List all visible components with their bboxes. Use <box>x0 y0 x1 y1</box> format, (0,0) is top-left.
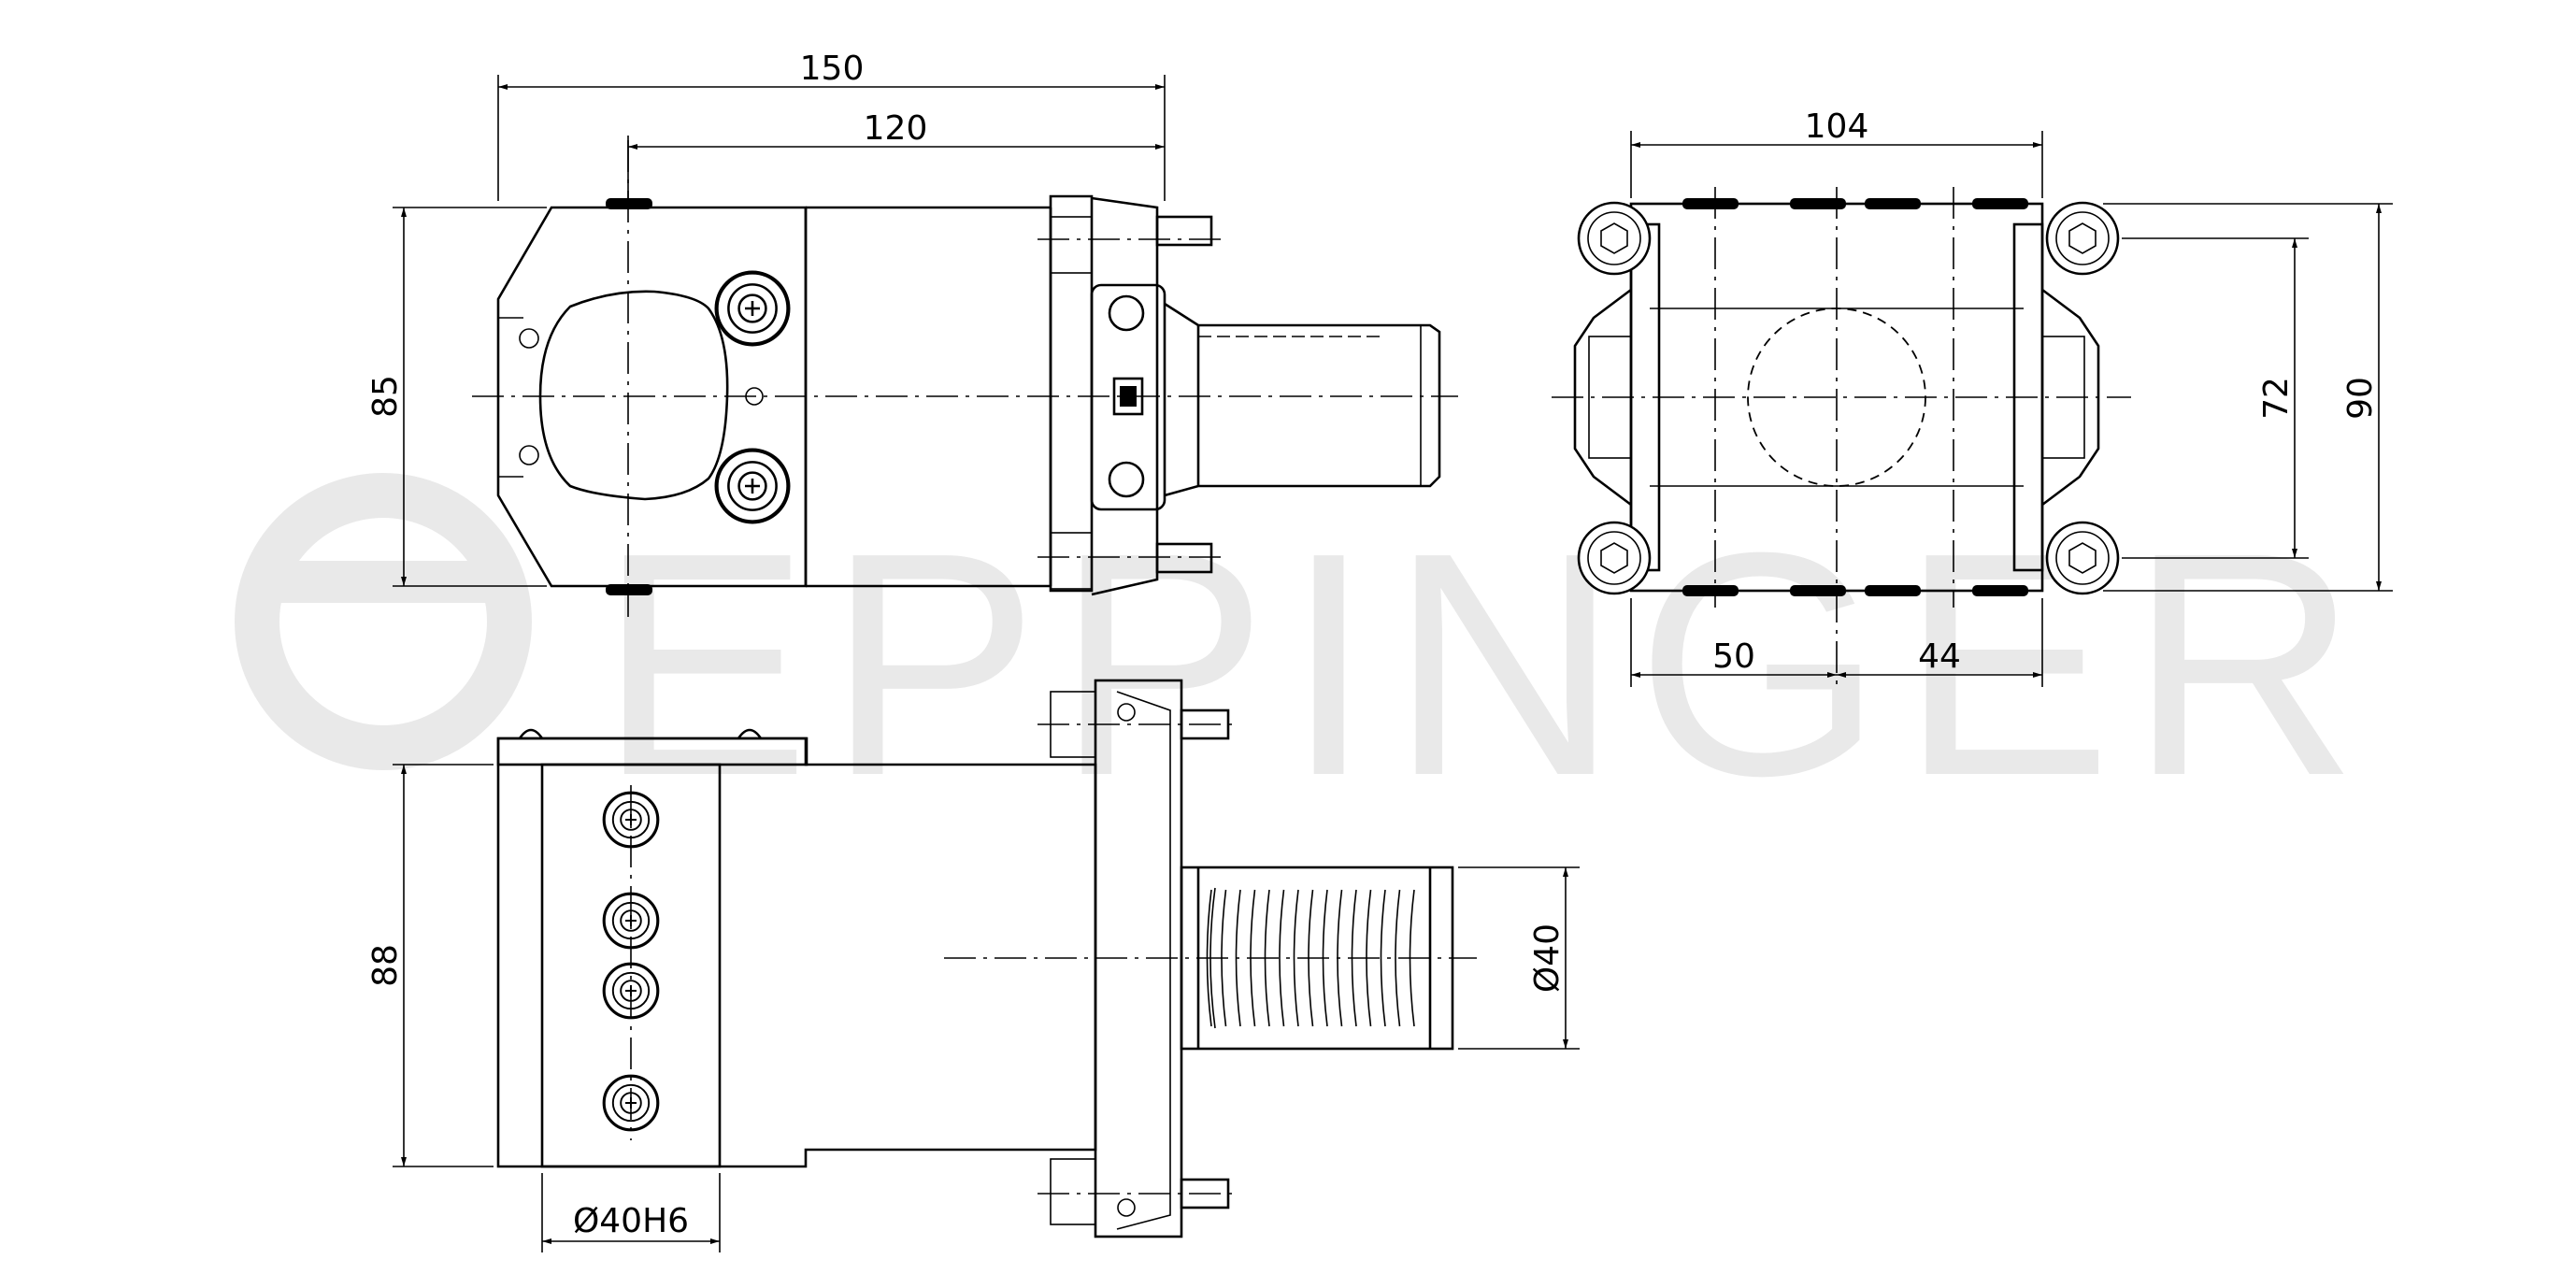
dim-bottom-height: 88 <box>366 944 405 987</box>
dim-shank-length: 120 <box>864 109 928 148</box>
thread-ridge <box>1279 889 1285 1027</box>
dim-overall-length: 150 <box>800 50 865 88</box>
dim-end-height-inner: 72 <box>2257 377 2296 420</box>
thread-ridge <box>1293 889 1299 1027</box>
dim-height-front: 85 <box>366 375 405 418</box>
bottom-view <box>496 679 1477 1238</box>
front-view <box>472 140 1458 617</box>
end-view-dimensions: 104 72 90 50 44 <box>1630 107 2393 687</box>
end-view <box>1552 187 2131 692</box>
dim-end-width: 104 <box>1805 107 1869 146</box>
dim-end-height-outer: 90 <box>2341 377 2380 420</box>
eppinger-logo-icon <box>235 473 532 770</box>
dim-shank-diameter: Ø40 <box>1528 923 1567 993</box>
thread-ridge <box>1395 889 1401 1027</box>
dim-end-offset-right: 44 <box>1918 637 1961 676</box>
dim-bore-diameter: Ø40H6 <box>573 1202 689 1240</box>
bottom-view-dimensions: 88 Ø40 Ø40H6 <box>366 764 1580 1252</box>
dim-end-offset-left: 50 <box>1712 637 1755 676</box>
front-view-dimensions: 150 120 85 <box>366 50 1166 587</box>
thread-ridge <box>1380 889 1386 1027</box>
